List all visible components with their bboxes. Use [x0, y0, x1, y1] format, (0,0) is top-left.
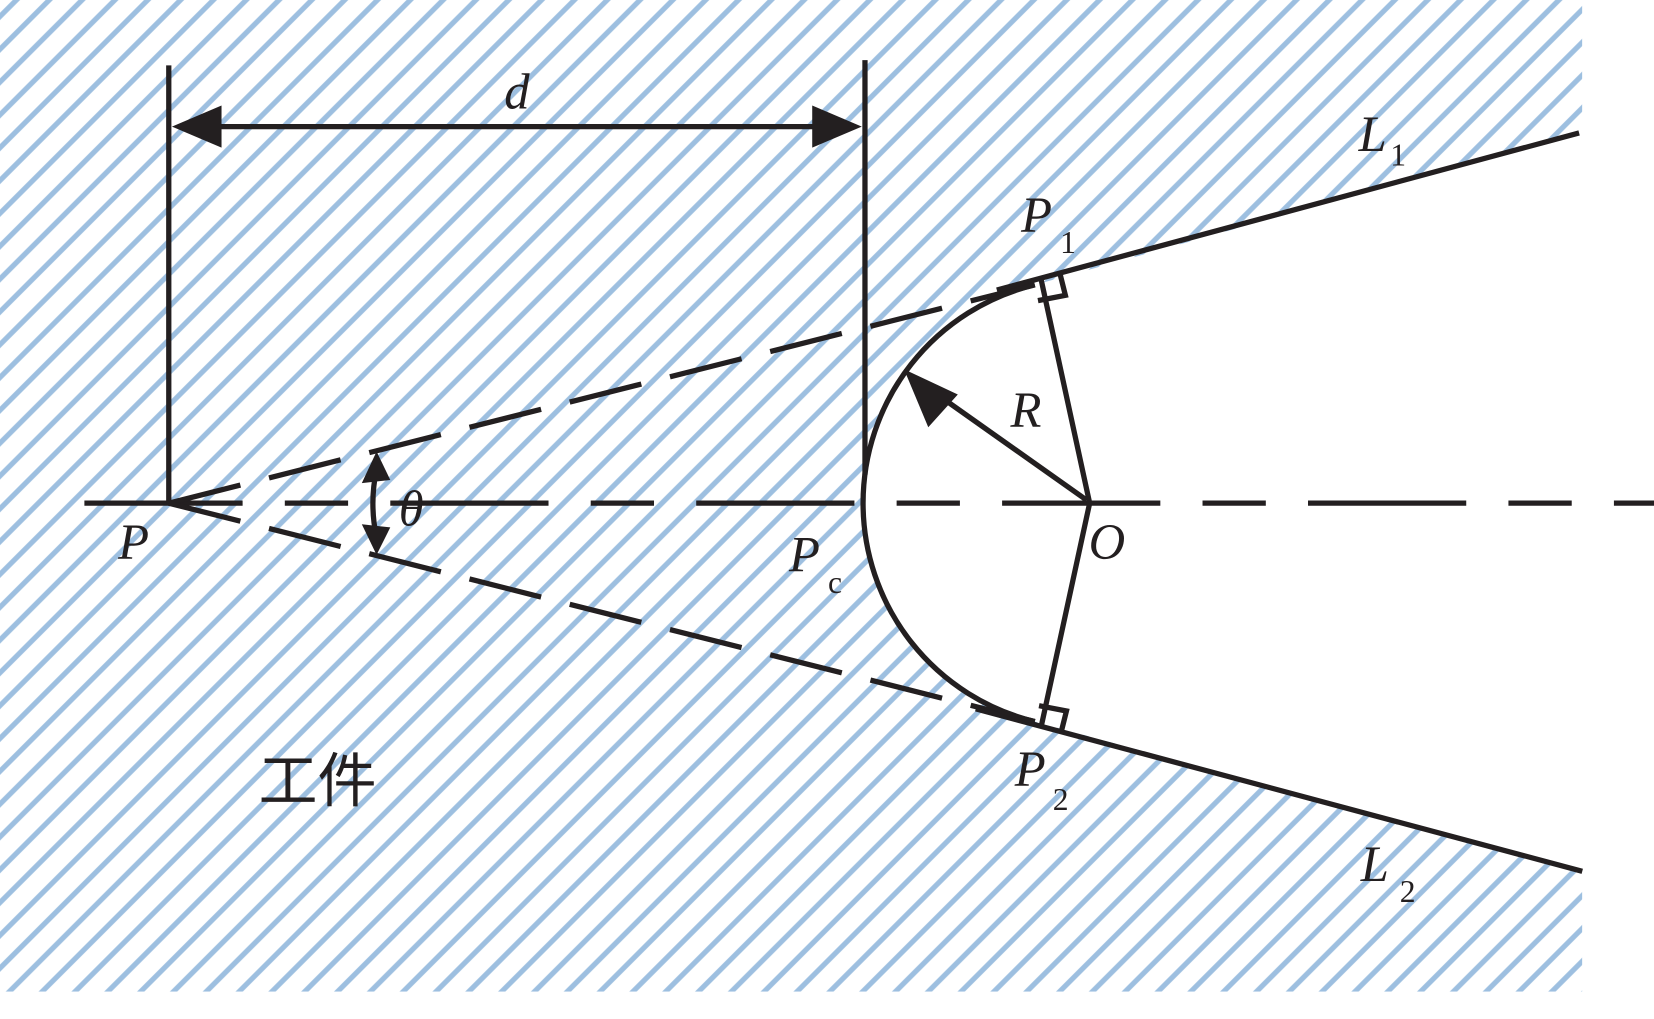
label-P1-sub: 1	[1060, 225, 1076, 260]
label-O: O	[1089, 514, 1126, 570]
radius-arrow	[937, 393, 1089, 503]
label-P2-sub: 2	[1053, 782, 1069, 817]
label-P2: P	[1014, 741, 1046, 797]
theta-arrowhead-top	[361, 451, 391, 484]
label-L2-sub: 2	[1400, 874, 1416, 909]
label-d: d	[504, 64, 530, 120]
label-P1: P	[1020, 187, 1052, 243]
right-angle-mark-P2	[1038, 703, 1070, 733]
radius-arrowhead	[904, 369, 958, 428]
label-Pc: P	[788, 527, 820, 583]
line-L1	[996, 130, 1580, 293]
radius-lines	[1038, 278, 1093, 728]
nose-arc	[860, 282, 1036, 725]
dimension-arrowhead-left	[171, 105, 222, 148]
label-Pc-sub: c	[828, 565, 842, 600]
tangent-dashed-lower	[168, 500, 1036, 725]
line-L2	[975, 706, 1583, 874]
label-R: R	[1010, 382, 1042, 438]
label-workpiece: 工件	[258, 747, 376, 816]
label-theta: θ	[399, 480, 424, 536]
label-L1: L	[1358, 106, 1387, 162]
right-margin	[1582, 0, 1654, 1019]
label-L1-sub: 1	[1390, 138, 1406, 173]
theta-arrowhead-bottom	[361, 524, 391, 555]
label-P: P	[117, 514, 149, 570]
right-angle-mark-P1	[1037, 273, 1069, 304]
label-L2: L	[1360, 836, 1389, 892]
dimension-arrowhead-right	[812, 105, 862, 148]
tangent-dashed-upper	[168, 282, 1036, 506]
